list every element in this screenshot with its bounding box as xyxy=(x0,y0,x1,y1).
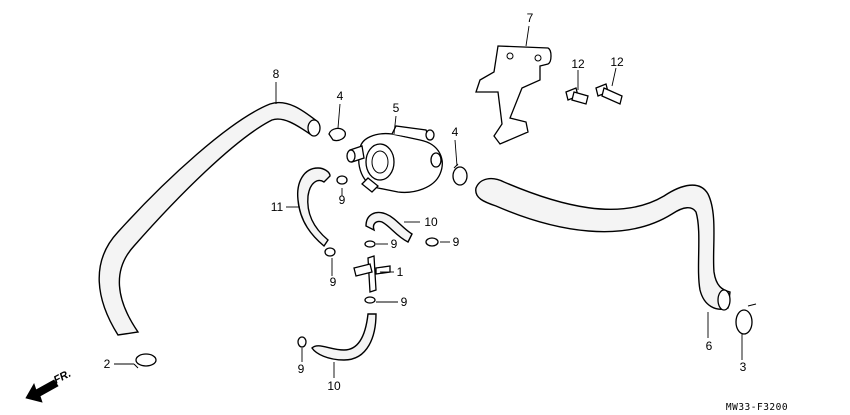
bracket-7 xyxy=(475,45,552,145)
bolt-12-left xyxy=(565,87,589,105)
callout-9-a: 9 xyxy=(339,193,346,207)
callout-9-c: 9 xyxy=(391,237,398,251)
bolt-12-right xyxy=(595,83,623,105)
callout-12-left: 12 xyxy=(571,57,585,71)
hose-11 xyxy=(297,167,331,248)
callout-7: 7 xyxy=(527,11,534,25)
front-direction-arrow-icon xyxy=(25,379,59,403)
clamp-4-left xyxy=(328,127,346,142)
callout-3: 3 xyxy=(740,360,747,374)
callout-12-right: 12 xyxy=(610,55,624,69)
callout-10-upper: 10 xyxy=(424,215,438,229)
clip-9-e xyxy=(364,296,376,304)
callout-9-b: 9 xyxy=(330,275,337,289)
hose-8 xyxy=(98,101,321,336)
direction-label: FR. xyxy=(52,368,73,387)
callout-1: 1 xyxy=(397,265,404,279)
callout-9-d: 9 xyxy=(453,235,460,249)
diagram-code: MW33-F3200 xyxy=(726,402,788,413)
callout-6: 6 xyxy=(706,339,713,353)
leader-lines xyxy=(114,25,743,378)
hose-6 xyxy=(475,177,731,311)
hose-10-lower xyxy=(311,313,377,361)
valve-5 xyxy=(346,125,443,194)
callout-4-left: 4 xyxy=(337,89,344,103)
callout-9-e: 9 xyxy=(401,295,408,309)
callout-4-right: 4 xyxy=(452,125,459,139)
clip-9-c xyxy=(364,240,376,248)
clip-9-b xyxy=(324,247,336,257)
callout-5: 5 xyxy=(393,101,400,115)
clip-9-a xyxy=(336,175,348,185)
callout-11: 11 xyxy=(271,200,284,214)
clip-9-f xyxy=(297,336,307,348)
clip-9-d xyxy=(425,237,439,247)
callout-8: 8 xyxy=(273,67,280,81)
hose-10-upper xyxy=(365,211,413,243)
callout-2: 2 xyxy=(104,357,111,371)
clamp-2 xyxy=(133,353,157,369)
clamp-3 xyxy=(735,303,757,335)
clamp-4-right xyxy=(452,163,468,186)
callout-9-f: 9 xyxy=(298,362,305,376)
joint-1 xyxy=(353,255,391,293)
callout-10-lower: 10 xyxy=(327,379,341,393)
